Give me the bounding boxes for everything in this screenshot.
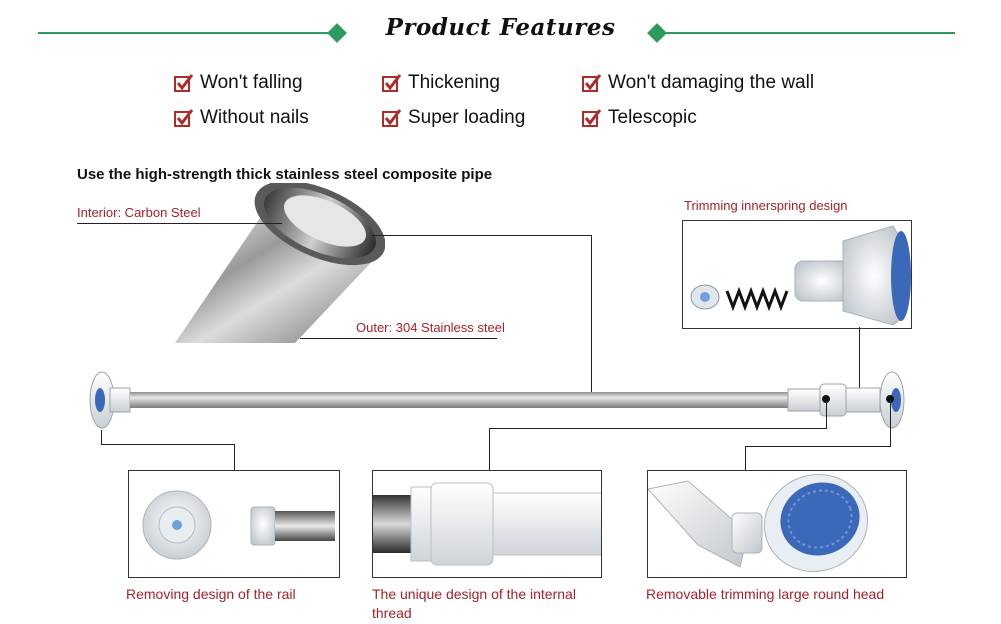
rail-caption: Removing design of the rail: [126, 586, 296, 602]
section-heading: Use the high-strength thick stainless st…: [77, 166, 493, 183]
callout-line: [372, 235, 592, 236]
checkbox-check-icon: [582, 109, 602, 127]
panel1-callout-line: [234, 444, 235, 470]
feature-label: Telescopic: [608, 107, 697, 128]
round-head-panel: [647, 470, 907, 578]
header-line-left: [38, 32, 338, 34]
spring-callout-line: [859, 327, 860, 399]
checkbox-check-icon: [382, 74, 402, 92]
rod-callout-dot: [886, 395, 894, 403]
feature-item: Won't falling: [174, 72, 303, 94]
round-head-caption: Removable trimming large round head: [646, 586, 885, 602]
feature-label: Super loading: [408, 107, 526, 128]
callout-line: [591, 235, 592, 399]
checkbox-check-icon: [174, 74, 194, 92]
interior-underline: [77, 223, 282, 224]
feature-label: Won't damaging the wall: [608, 72, 815, 93]
thread-caption: The unique design of the internal thread: [372, 586, 576, 621]
thread-image: [373, 482, 601, 566]
spring-label: Trimming innerspring design: [684, 198, 848, 213]
rail-panel: [128, 470, 340, 578]
header-line-right: [660, 32, 955, 34]
spring-panel: [682, 220, 912, 329]
checkbox-check-icon: [382, 109, 402, 127]
rail-image: [142, 490, 335, 560]
panel3-callout-line: [890, 400, 891, 446]
thread-panel: [372, 470, 602, 578]
panel1-callout-line: [101, 430, 102, 444]
panel2-callout-line: [489, 428, 827, 429]
panel2-callout-line: [489, 428, 490, 470]
feature-item: Without nails: [174, 107, 309, 129]
tension-rod-image: [89, 371, 905, 429]
feature-item: Thickening: [382, 72, 500, 94]
page-title: Product Features: [385, 14, 616, 41]
outer-label: Outer: 304 Stainless steel: [356, 320, 505, 335]
spring-image: [690, 225, 911, 326]
round-head-image: [648, 474, 869, 572]
rod-callout-dot: [822, 395, 830, 403]
feature-item: Won't damaging the wall: [582, 72, 814, 94]
pipe-cross-section-image: [175, 183, 385, 343]
feature-item: Super loading: [382, 107, 525, 129]
checkbox-check-icon: [582, 74, 602, 92]
interior-label: Interior: Carbon Steel: [77, 205, 201, 220]
feature-label: Without nails: [200, 107, 309, 128]
panel2-callout-line: [826, 400, 827, 428]
checkbox-check-icon: [174, 109, 194, 127]
panel3-callout-line: [745, 446, 891, 447]
panel3-callout-line: [745, 446, 746, 470]
feature-item: Telescopic: [582, 107, 697, 129]
panel1-callout-line: [101, 444, 235, 445]
feature-label: Thickening: [408, 72, 500, 93]
outer-underline: [300, 338, 497, 339]
feature-label: Won't falling: [200, 72, 303, 93]
